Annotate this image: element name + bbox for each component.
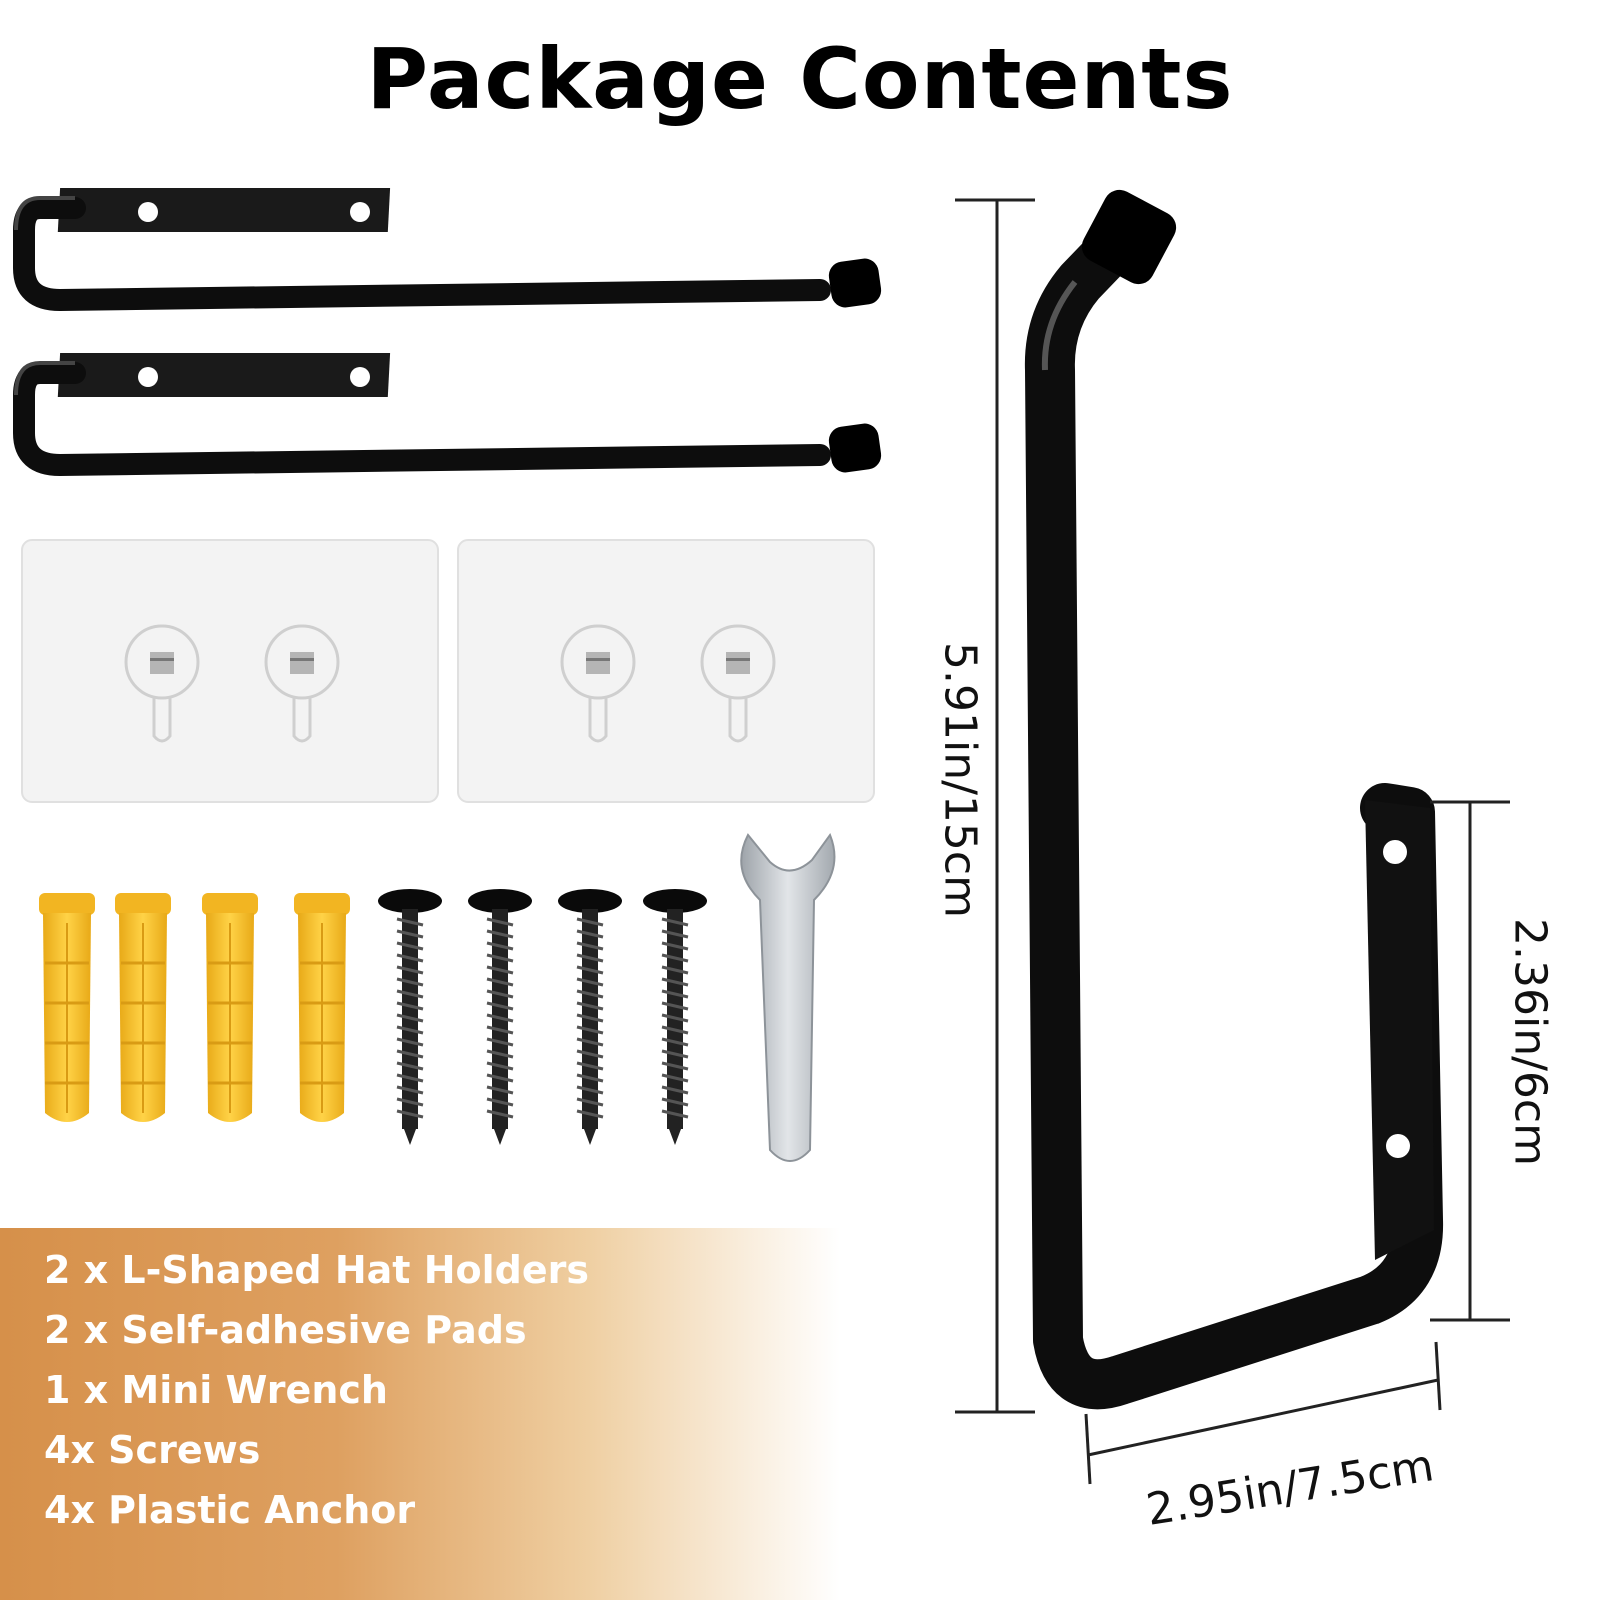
large-hook <box>1024 189 1444 1410</box>
list-item: 1 x Mini Wrench <box>44 1368 388 1412</box>
hook-top <box>16 188 883 309</box>
list-item: 4x Plastic Anchor <box>44 1488 416 1532</box>
hook-bottom <box>16 353 883 474</box>
plastic-anchor-2 <box>113 891 173 1124</box>
screw-2 <box>466 887 534 1147</box>
page-title: Package Contents <box>366 30 1234 128</box>
mini-wrench <box>740 832 836 1162</box>
height-dimension-label: 5.91in/15cm <box>934 642 986 918</box>
dimension-lines <box>955 198 1510 1485</box>
plastic-anchor-1 <box>37 891 97 1124</box>
list-item: 4x Screws <box>44 1428 261 1472</box>
screw-3 <box>556 887 624 1147</box>
adhesive-pad-right <box>456 538 876 804</box>
plastic-anchor-4 <box>292 891 352 1124</box>
plastic-anchor-3 <box>200 891 260 1124</box>
adhesive-pad-left <box>20 538 440 804</box>
screw-1 <box>376 887 444 1147</box>
list-item: 2 x Self-adhesive Pads <box>44 1308 527 1352</box>
list-item: 2 x L-Shaped Hat Holders <box>44 1248 589 1292</box>
depth-dimension-label: 2.36in/6cm <box>1504 918 1556 1166</box>
contents-list: 2 x L-Shaped Hat Holders 2 x Self-adhesi… <box>44 1240 589 1540</box>
contents-panel <box>0 1228 840 1600</box>
screw-4 <box>641 887 709 1147</box>
